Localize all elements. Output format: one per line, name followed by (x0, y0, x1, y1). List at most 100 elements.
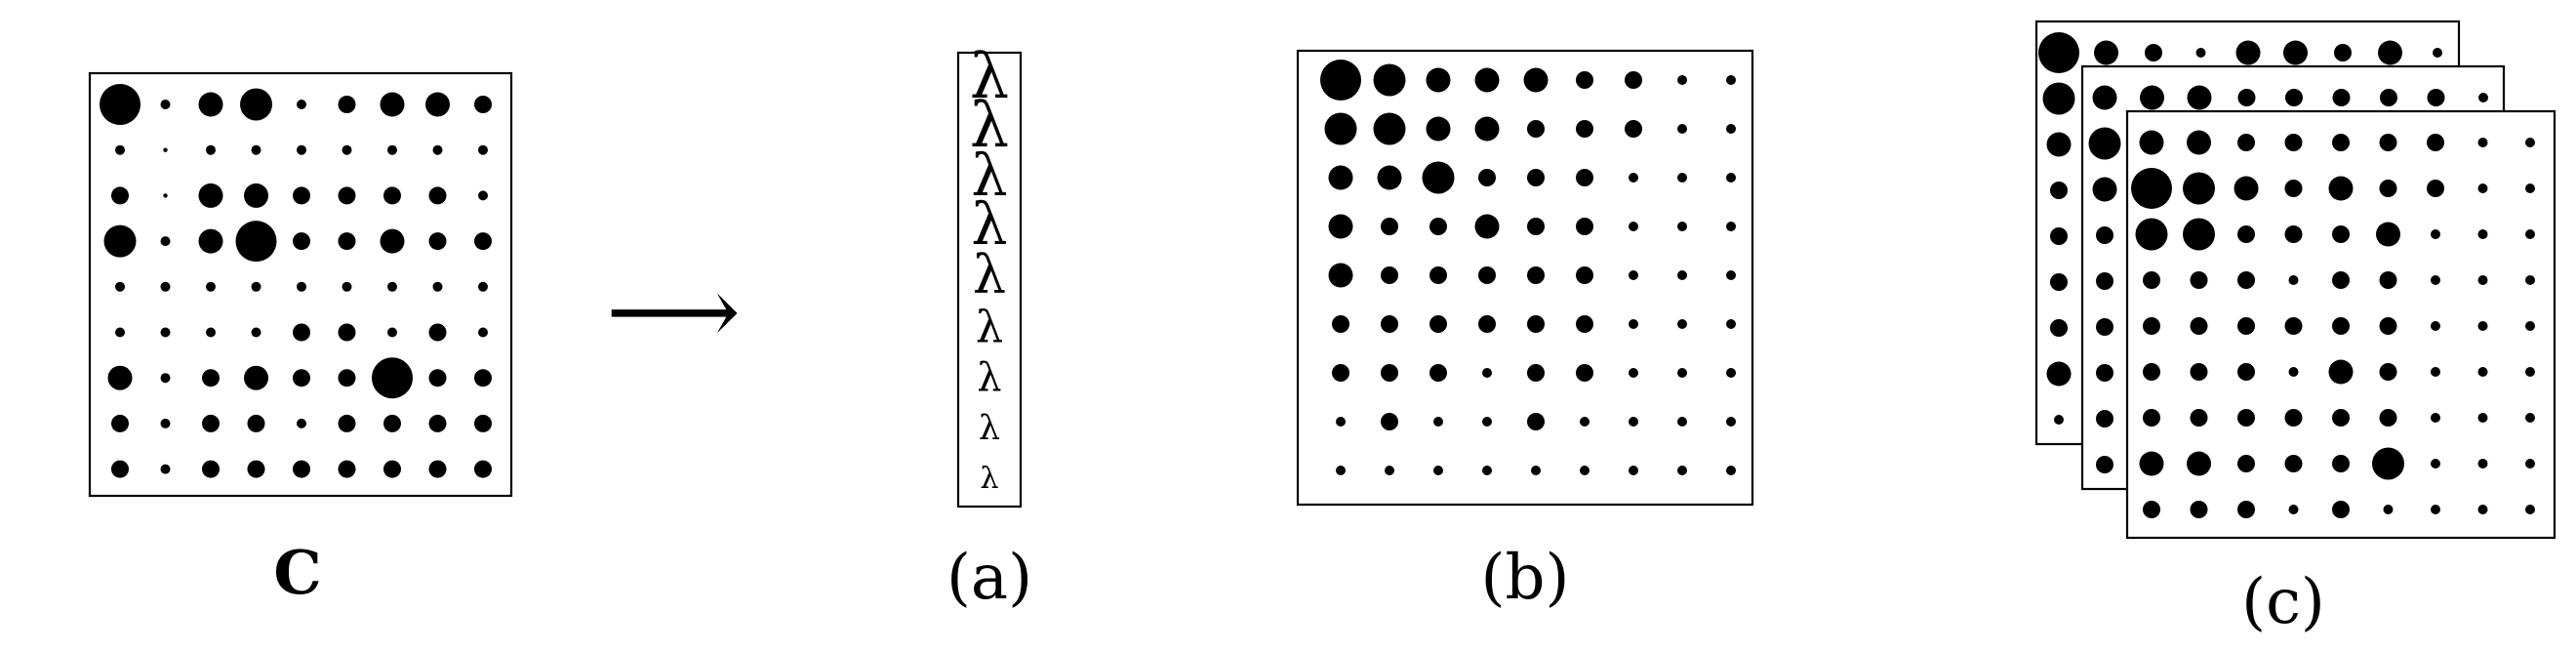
matrix-b-dot (1677, 222, 1687, 231)
matrix-b-dot (1381, 315, 1398, 333)
stacked-matrix-1-dot (2378, 40, 2402, 65)
matrix-b-dot (1332, 364, 1349, 382)
stacked-matrix-3-dot (2431, 505, 2440, 514)
stacked-matrix-2-dot (2096, 410, 2113, 428)
matrix-b-dot (1429, 364, 1447, 382)
matrix-b-dot (1381, 364, 1398, 382)
stacked-matrix-3-dot (2525, 183, 2535, 193)
stacked-matrix-3-dot (2431, 459, 2440, 469)
matrix-c-dot (342, 281, 352, 292)
matrix-b-dot (1677, 466, 1687, 475)
matrix-c-dot (338, 186, 356, 205)
matrix-c-dot (198, 92, 223, 117)
stacked-matrix-1-dot (2433, 48, 2442, 58)
matrix-c-dot (107, 365, 133, 390)
stacked-matrix-2-dot (2092, 177, 2117, 202)
matrix-b-dot (1726, 417, 1736, 427)
matrix-b-dot (1482, 466, 1492, 475)
stacked-matrix-3-dot (2477, 413, 2488, 423)
stacked-matrix-1-dot (2145, 44, 2162, 61)
stacked-matrix-2-dot (2096, 226, 2113, 244)
stacked-matrix-3-dot (2284, 409, 2303, 427)
matrix-c-dot (387, 144, 397, 155)
matrix-b-dot (1677, 270, 1687, 280)
matrix-c-dot (293, 232, 310, 251)
matrix-c-dot (478, 327, 488, 338)
matrix-b-dot (1677, 368, 1687, 378)
matrix-c-dot (474, 232, 492, 251)
matrix-b-dot (1726, 124, 1736, 134)
matrix-c-dot (244, 365, 268, 390)
matrix-b-dot (1426, 67, 1451, 93)
matrix-b-dot (1677, 124, 1687, 134)
stacked-matrix-3-dot (2183, 172, 2215, 205)
stacked-matrix-3-dot (2284, 455, 2303, 472)
matrix-b-dot (1527, 413, 1545, 430)
matrix-b-dot (1332, 315, 1349, 333)
matrix-b-frame (1296, 49, 1754, 507)
stacked-matrix-3-dot (2477, 321, 2488, 331)
matrix-c-dot (474, 414, 492, 432)
matrix-c-dot (297, 281, 306, 292)
label-a: (a) (946, 542, 1032, 614)
matrix-b-dot (1474, 214, 1500, 239)
matrix-c-dot (111, 414, 129, 432)
matrix-b-dot (1478, 169, 1496, 186)
stacked-matrix-3-dot (2379, 409, 2397, 427)
matrix-c-dot (160, 373, 171, 384)
stacked-matrix-3-dot (2237, 409, 2255, 427)
matrix-c-dot (338, 232, 356, 251)
stacked-matrix-3-dot (2288, 505, 2299, 514)
matrix-b-dot (1478, 315, 1496, 333)
stacked-matrix-3-dot (2332, 317, 2350, 335)
matrix-c-dot (103, 224, 137, 258)
matrix-b-dot (1726, 173, 1736, 183)
matrix-b-dot (1629, 222, 1638, 231)
stacked-matrix-3-dot (2427, 180, 2444, 197)
stacked-matrix-1-dot (2054, 415, 2064, 425)
matrix-b-dot (1726, 319, 1736, 329)
matrix-c-dot (206, 144, 216, 155)
matrix-b-dot (1523, 67, 1549, 93)
stacked-matrix-3-dot (2525, 275, 2535, 285)
stacked-matrix-2-dot (2187, 85, 2212, 110)
matrix-b-dot (1429, 266, 1447, 284)
stacked-matrix-3-dot (2376, 222, 2400, 247)
matrix-b-dot (1629, 466, 1638, 475)
matrix-c-dot (111, 186, 129, 205)
stacked-matrix-3-dot (2332, 225, 2350, 243)
matrix-b-dot (1677, 173, 1687, 183)
stacked-matrix-3-dot (2183, 218, 2215, 251)
matrix-b-dot (1576, 364, 1593, 382)
stacked-matrix-3-dot (2187, 130, 2211, 155)
matrix-c-dot (240, 88, 272, 121)
matrix-c-dot (202, 369, 220, 387)
matrix-b-dot (1527, 120, 1545, 138)
stacked-matrix-3-dot (2288, 275, 2299, 285)
stacked-matrix-3-dot (2190, 363, 2208, 381)
matrix-c-dot (338, 460, 356, 478)
eigenvalue-lambda: λ (973, 244, 1006, 306)
matrix-stack-panel (2034, 20, 2556, 540)
stacked-matrix-1-dot (2046, 132, 2072, 157)
matrix-b-dot (1576, 120, 1593, 138)
eigenvalue-lambda: λ (980, 462, 998, 496)
matrix-c-dot (297, 100, 306, 109)
stacked-matrix-3-dot (2139, 130, 2164, 155)
matrix-c-dot (474, 96, 492, 113)
stacked-matrix-3-dot (2143, 501, 2160, 518)
stacked-matrix-3-dot (2477, 275, 2488, 285)
stacked-matrix-3-dot (2131, 168, 2172, 209)
matrix-c-dot (338, 323, 356, 342)
matrix-b-dot (1482, 368, 1492, 378)
matrix-b-dot (1576, 218, 1593, 235)
matrix-b-dot (1531, 466, 1541, 475)
stacked-matrix-3 (2125, 109, 2556, 540)
matrix-b-dot (1320, 60, 1361, 101)
matrix-b-dot (1482, 417, 1492, 427)
stacked-matrix-3-dot (2379, 363, 2397, 381)
matrix-c-dot (342, 144, 352, 155)
matrix-b-dot (1576, 169, 1593, 186)
matrix-b-dot (1677, 319, 1687, 329)
matrix-c-dot (251, 327, 262, 338)
